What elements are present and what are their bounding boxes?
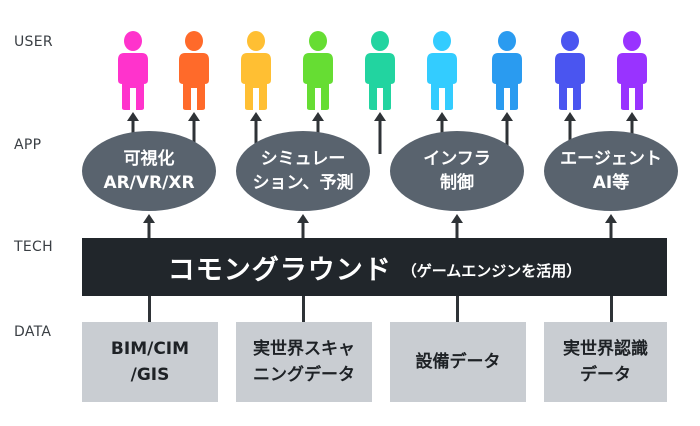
data-box-bim: BIM/CIM /GIS (82, 322, 218, 402)
app-label-line2: 制御 (440, 173, 474, 193)
arrow-up-icon (250, 112, 262, 146)
arrow-up-icon (501, 112, 513, 146)
connector-line (148, 296, 151, 322)
connector-line (456, 296, 459, 322)
arrow-up-icon (127, 112, 139, 146)
person-icon (555, 31, 585, 110)
app-label-line1: シミュレー (260, 149, 346, 169)
app-label-line1: インフラ (423, 149, 491, 169)
connector-line (610, 296, 613, 322)
person-icon (492, 31, 522, 110)
arrow-up-icon (297, 214, 309, 238)
arrow-up-icon (436, 112, 448, 146)
app-label-line2: ション、予測 (252, 173, 354, 193)
app-simulation: シミュレー ション、予測 (236, 131, 370, 211)
tech-title: コモングラウンド (167, 254, 392, 286)
app-infrastructure: インフラ 制御 (390, 131, 524, 211)
row-label-data: DATA (14, 324, 52, 340)
row-label-app: APP (14, 137, 42, 153)
app-agent: エージェント AI等 (544, 131, 678, 211)
data-label-line1: 設備データ (415, 352, 501, 372)
row-label-tech: TECH (14, 239, 53, 255)
app-label-line1: エージェント (560, 149, 662, 169)
tech-subtitle: （ゲームエンジンを活用） (401, 261, 582, 280)
tech-bar-common-ground: コモングラウンド （ゲームエンジンを活用） (82, 238, 667, 296)
person-icon (179, 31, 209, 110)
data-box-recognition: 実世界認識 データ (544, 322, 667, 402)
arrow-up-icon (451, 214, 463, 238)
arrow-up-icon (564, 112, 576, 146)
person-icon (427, 31, 457, 110)
arrow-up-icon (143, 214, 155, 238)
app-label-line2: AI等 (592, 173, 630, 193)
arrow-up-icon (188, 112, 200, 146)
data-label-line1: 実世界スキャ (253, 339, 355, 359)
connector-line (302, 296, 305, 322)
app-visualization: 可視化 AR/VR/XR (82, 131, 216, 211)
data-label-line1: BIM/CIM (110, 339, 190, 359)
person-icon (617, 31, 647, 110)
app-label-line1: 可視化 (123, 149, 175, 169)
app-label-line2: AR/VR/XR (103, 173, 195, 193)
data-label-line2: /GIS (130, 365, 170, 385)
data-label-line2: データ (580, 365, 631, 385)
data-label-line2: ニングデータ (253, 365, 355, 385)
data-box-equipment: 設備データ (390, 322, 526, 402)
arrow-up-icon (605, 214, 617, 238)
arrow-up-icon (312, 112, 324, 146)
person-icon (118, 31, 148, 110)
arrow-up-icon (374, 112, 386, 154)
person-icon (303, 31, 333, 110)
data-box-scan: 実世界スキャ ニングデータ (236, 322, 372, 402)
data-label-line1: 実世界認識 (563, 339, 648, 359)
row-label-user: USER (14, 34, 53, 50)
arrow-up-icon (626, 112, 638, 146)
person-icon (365, 31, 395, 110)
person-icon (241, 31, 271, 110)
